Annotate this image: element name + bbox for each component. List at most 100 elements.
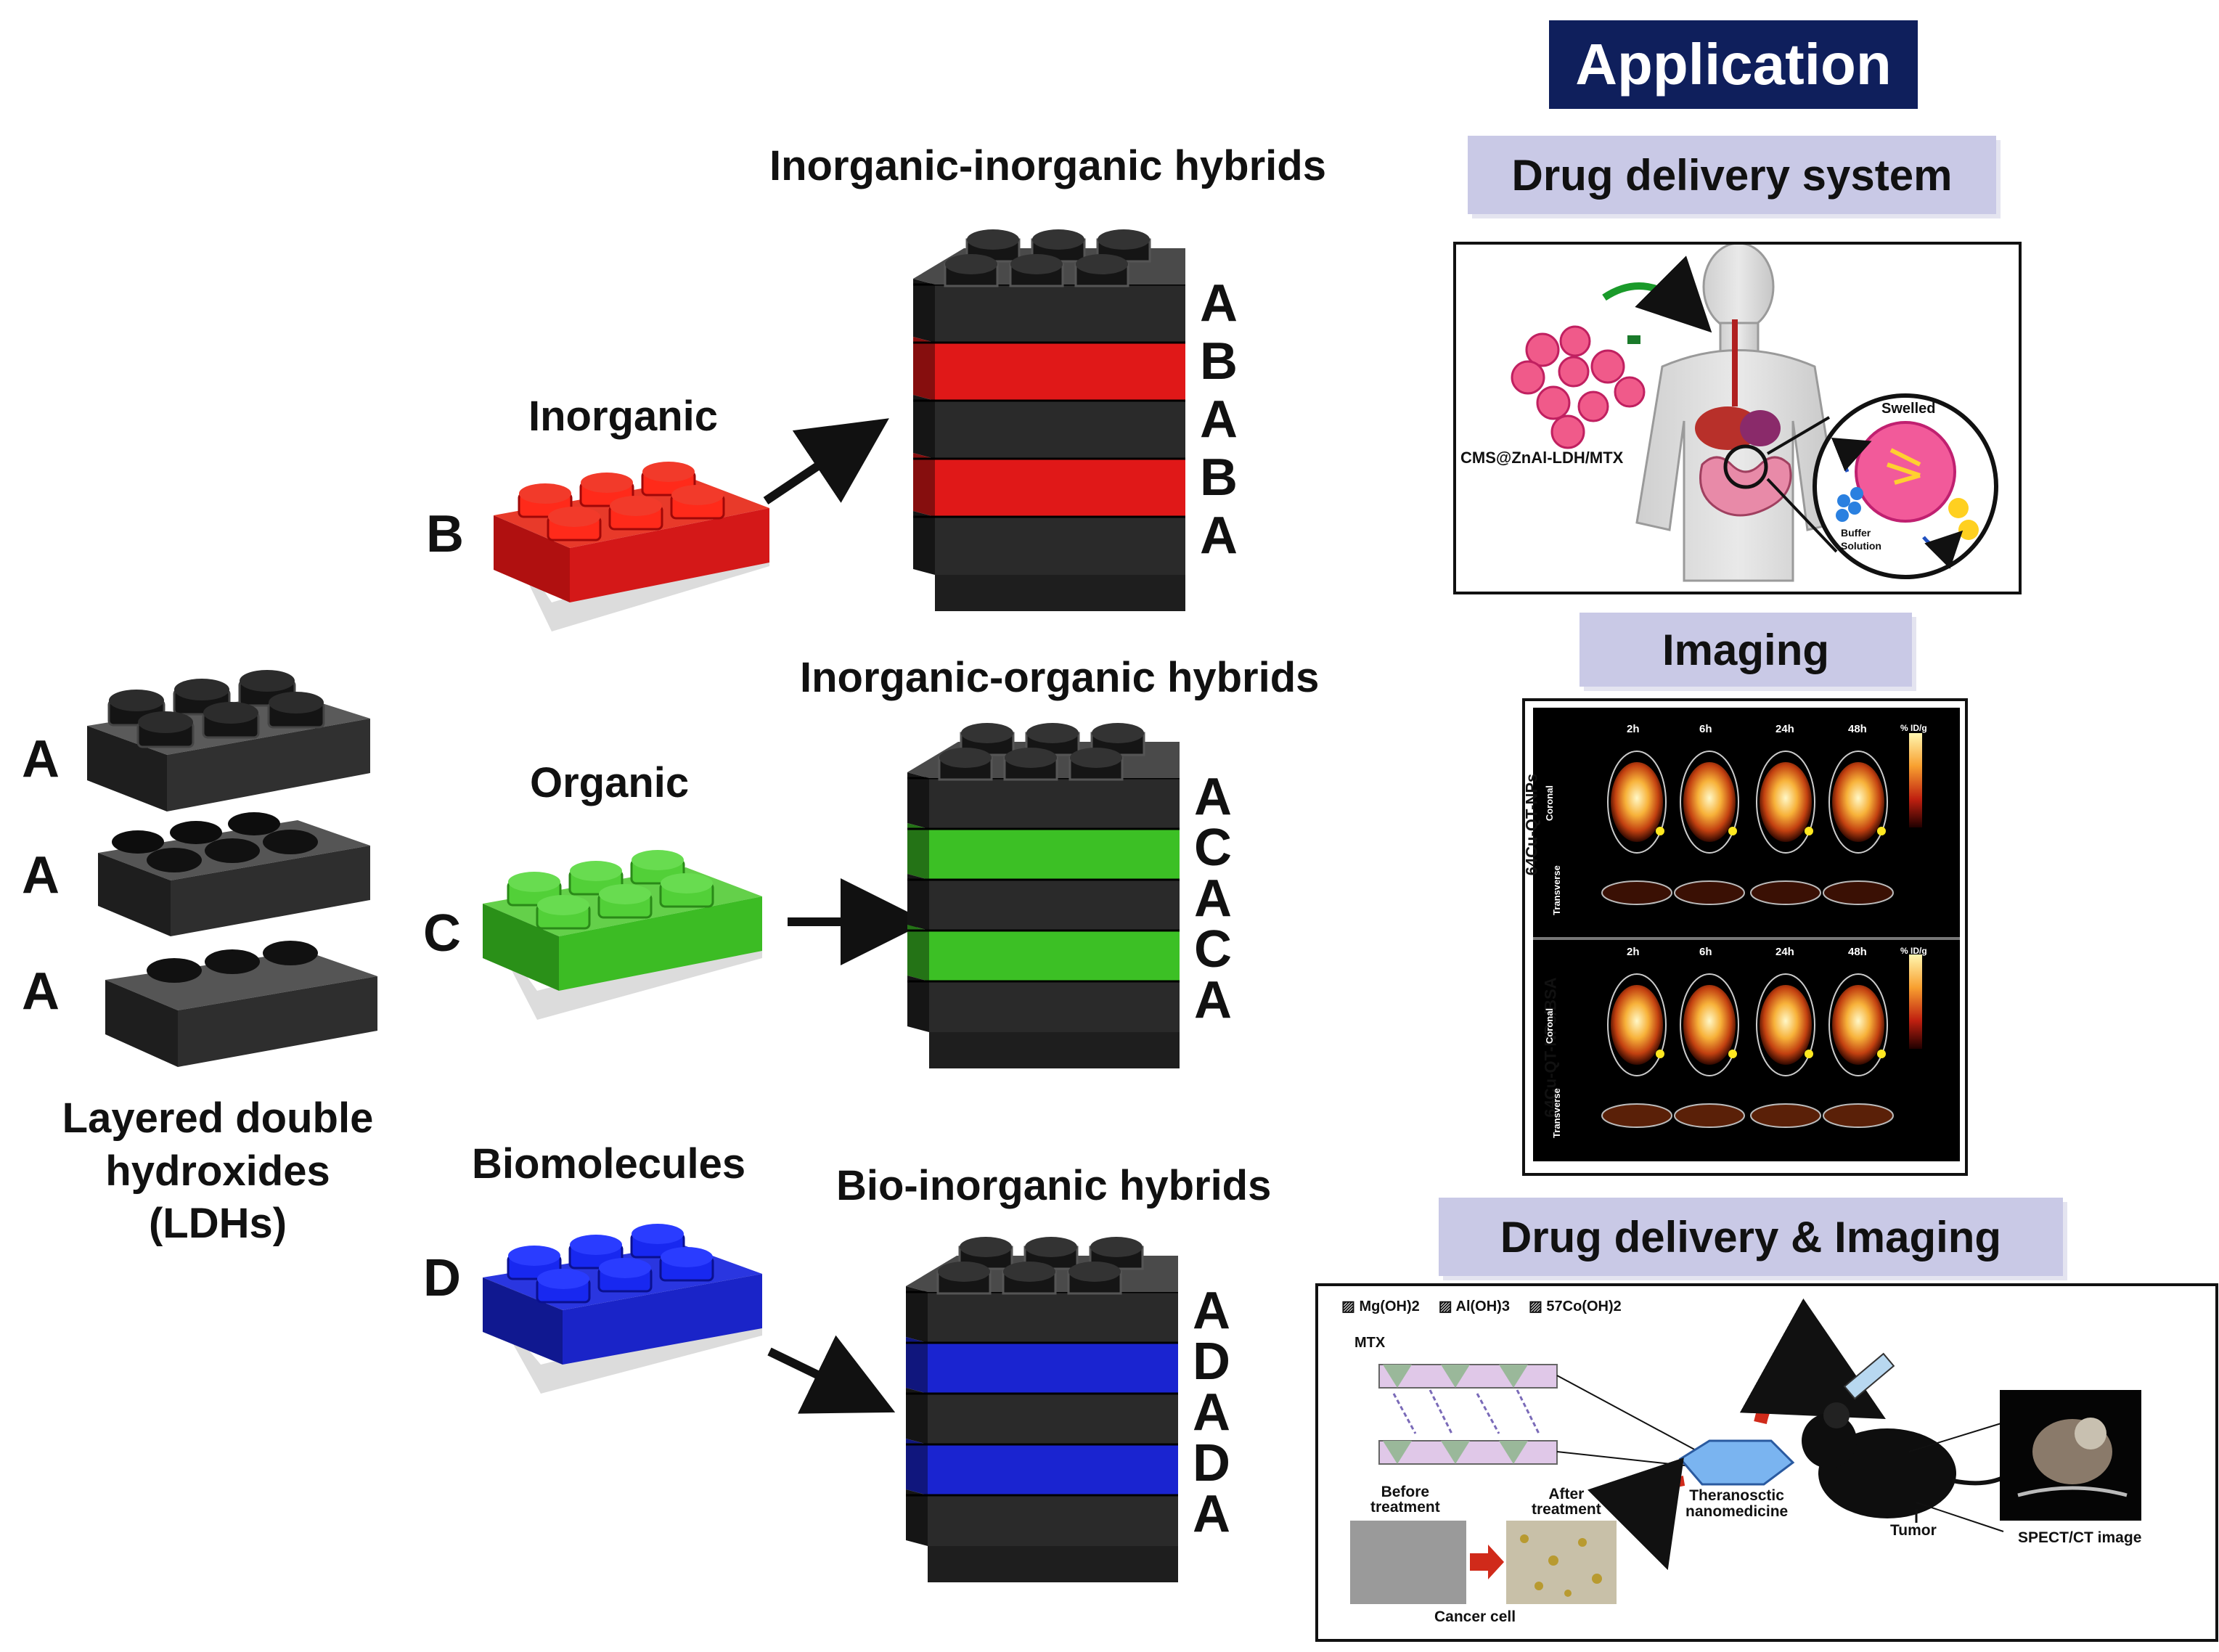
mouse-coronal <box>1832 985 1884 1065</box>
stack-layer-side <box>907 772 929 829</box>
mouse-outline <box>1756 751 1815 854</box>
probe-row-label: 64Cu-QT-NPs <box>1522 773 1541 876</box>
drug-imaging-heading: Drug delivery & Imaging <box>1439 1198 2063 1276</box>
hybrid-stacks <box>906 229 1185 1582</box>
stack-layer-side <box>913 453 935 517</box>
stack-letter: A <box>1200 507 1238 565</box>
ldh-caption: Layered double hydroxides (LDHs) <box>15 1092 421 1251</box>
mouse-coronal <box>1832 762 1884 842</box>
theranostic-line-1: Theranosctic <box>1689 1487 1784 1504</box>
legend-co: ▨ 57Co(OH)2 <box>1528 1299 1622 1314</box>
biomolecule-brick <box>483 1224 762 1394</box>
ldh-letter-3: A <box>22 962 60 1021</box>
stack-layer-side <box>906 1489 928 1546</box>
imaging-panel <box>1522 698 1968 1176</box>
stud-top <box>939 748 992 768</box>
stack-layer-B <box>935 459 1185 517</box>
lattice-legend: ▨ Mg(OH)2 ▨ Al(OH)3 ▨ 57Co(OH)2 <box>1341 1299 1622 1314</box>
stud-top <box>1068 1262 1121 1282</box>
stack-layer-C <box>929 829 1180 880</box>
stack-layer-side <box>907 823 929 880</box>
stack-layer-A <box>928 1495 1178 1546</box>
mouse-transverse <box>1823 880 1894 905</box>
biomolecules-letter: D <box>423 1249 461 1307</box>
stack-base <box>929 1032 1180 1068</box>
stack-layer-side <box>913 511 935 575</box>
stack-letter: D <box>1193 1434 1230 1492</box>
scale-label: % ID/g <box>1900 723 1927 733</box>
mouse-transverse <box>1601 880 1672 905</box>
stack-layer-side <box>907 874 929 931</box>
organic-letter: C <box>423 904 461 962</box>
mtx-label: MTX <box>1354 1335 1386 1351</box>
theranostic-label: Theranosctic nanomedicine <box>1685 1487 1788 1520</box>
tumor-marker <box>1728 1050 1737 1058</box>
stud-top <box>1032 229 1084 250</box>
after-label: After treatment <box>1532 1487 1601 1517</box>
timepoint-label: 6h <box>1699 946 1712 958</box>
stud-top <box>960 1237 1012 1257</box>
mouse-coronal <box>1760 762 1812 842</box>
stud-top <box>1003 1262 1055 1282</box>
stack-layer-D <box>928 1444 1178 1495</box>
mouse-coronal <box>1760 985 1812 1065</box>
stud-top <box>1076 254 1128 274</box>
stack-inorganic <box>913 229 1185 611</box>
mouse-transverse <box>1601 1103 1672 1128</box>
buffer-label: Buffer Solution <box>1841 526 1881 552</box>
tumor-marker <box>1656 1050 1664 1058</box>
stack-layer-side <box>906 1337 928 1394</box>
stack-layer-A <box>929 880 1180 931</box>
tumor-marker <box>1805 1050 1813 1058</box>
inorganic-letter: B <box>426 505 464 563</box>
mouse-coronal <box>1683 762 1736 842</box>
spect-label: SPECT/CT image <box>2018 1529 2142 1546</box>
drug-imaging-art <box>1350 1298 2141 1604</box>
arrow-inorganic <box>763 418 889 504</box>
stack-base <box>928 1546 1178 1582</box>
ldh-stack <box>87 670 377 1067</box>
stack-organic <box>907 723 1180 1068</box>
inorganic-label: Inorganic <box>528 393 719 440</box>
biomolecules-label: Biomolecules <box>472 1140 746 1187</box>
swelled-label: Swelled <box>1881 401 1936 417</box>
tumor-marker <box>1728 827 1737 835</box>
imaging-art <box>1533 708 1960 1161</box>
stud-top <box>1098 229 1150 250</box>
stack-letter: D <box>1193 1333 1230 1391</box>
stud-top <box>961 723 1013 743</box>
stack-letter: B <box>1200 332 1238 390</box>
stack-letter: A <box>1193 1282 1230 1340</box>
view-label: Coronal <box>1544 1007 1556 1044</box>
inorganic-brick <box>494 462 769 631</box>
mouse-transverse <box>1750 880 1821 905</box>
imaging-heading: Imaging <box>1580 613 1912 687</box>
ldh-brick-top <box>87 670 370 811</box>
mouse-transverse <box>1674 1103 1745 1128</box>
buffer-label-line-2: Solution <box>1841 540 1881 552</box>
mouse-outline <box>1680 751 1739 854</box>
stack-layer-D <box>928 1343 1178 1394</box>
stud-top <box>938 1262 990 1282</box>
legend-mg: ▨ Mg(OH)2 <box>1341 1299 1420 1314</box>
hybrid-title-bio: Bio-inorganic hybrids <box>836 1162 1272 1209</box>
drug-delivery-heading: Drug delivery system <box>1468 136 1996 214</box>
before-label-line-1: Before <box>1381 1484 1430 1500</box>
stack-layer-C <box>929 931 1180 981</box>
view-label: Transverse <box>1550 1088 1562 1138</box>
mouse-outline <box>1828 973 1888 1076</box>
stack-layer-side <box>913 395 935 459</box>
stack-layer-side <box>907 925 929 981</box>
mouse-transverse <box>1750 1103 1821 1128</box>
organic-brick <box>483 850 762 1020</box>
stack-letter: A <box>1193 1383 1230 1442</box>
arrow-biomolecules <box>767 1335 896 1414</box>
tumor-marker <box>1877 827 1886 835</box>
stack-letter: C <box>1194 920 1232 978</box>
stack-layer-A <box>935 401 1185 459</box>
before-label-line-2: treatment <box>1370 1499 1440 1516</box>
mouse-outline <box>1756 973 1815 1076</box>
stack-layer-side <box>913 279 935 343</box>
tumor-marker <box>1877 1050 1886 1058</box>
stack-letter: A <box>1193 1485 1230 1543</box>
